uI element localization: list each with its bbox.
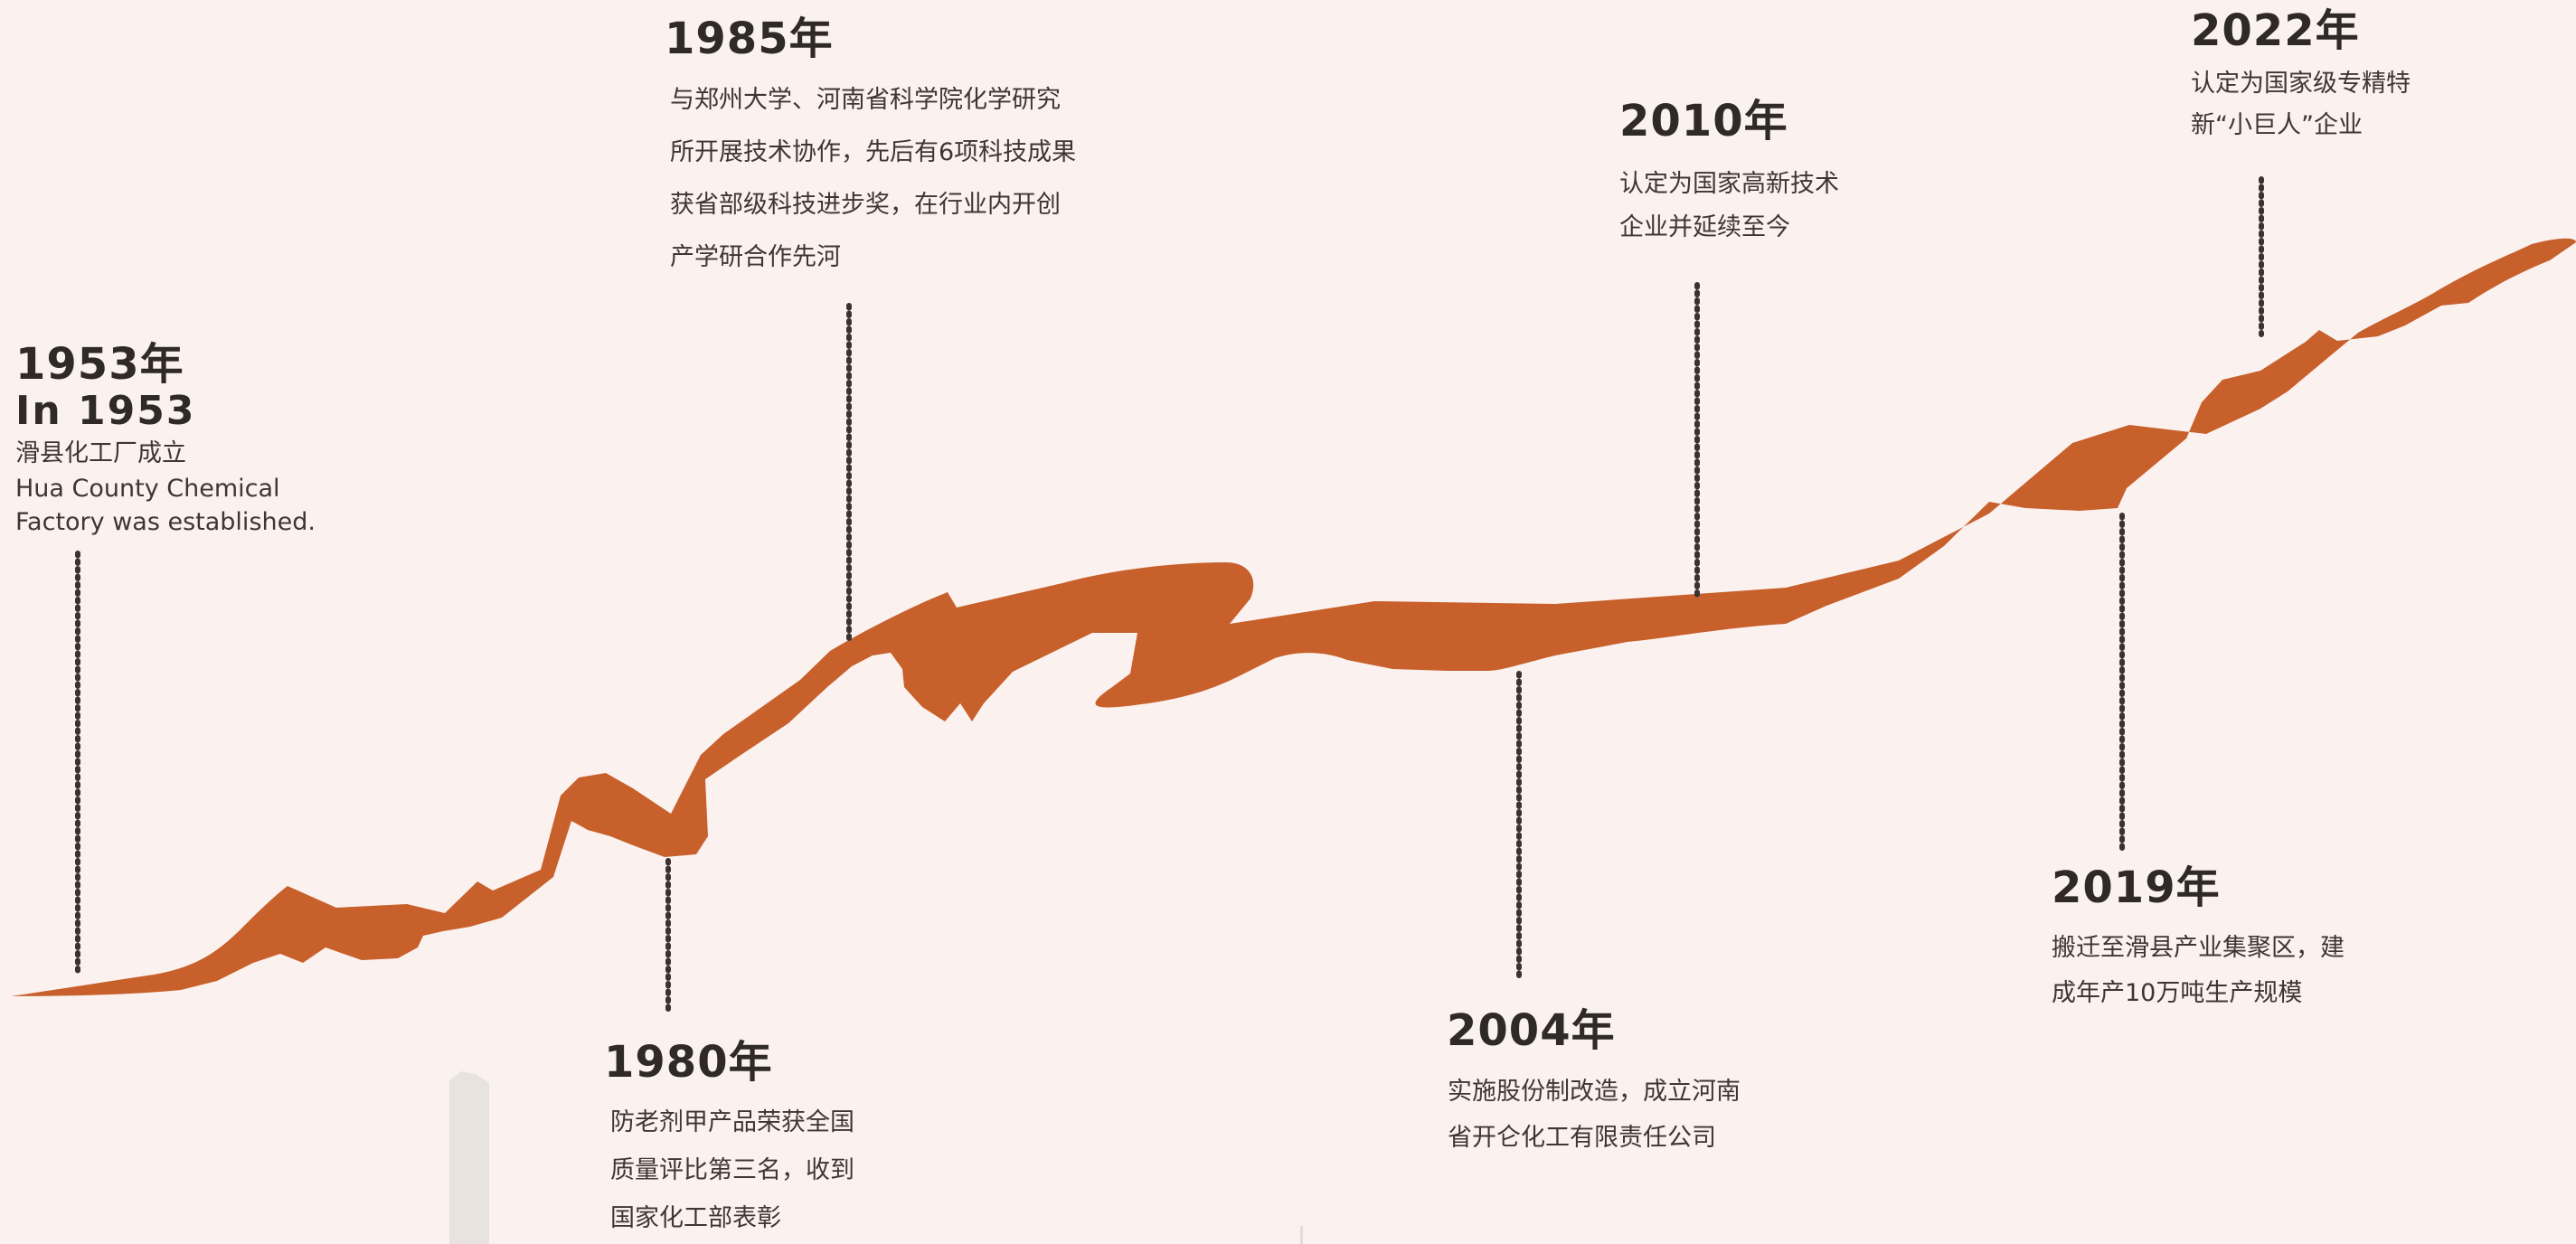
milestone-year: 2022年 xyxy=(2191,5,2360,56)
milestone-description: 认定为国家级专精特 新“小巨人”企业 xyxy=(2191,63,2411,146)
description-line: 企业并延续至今 xyxy=(1619,213,1790,242)
description-line: 实施股份制改造，成立河南 xyxy=(1448,1078,1741,1107)
description-line: 防老剂甲产品荣获全国 xyxy=(610,1108,854,1137)
milestone-description: 滑县化工厂成立 xyxy=(15,435,316,472)
milestone-year: 1980年 xyxy=(604,1037,773,1088)
milestone-description: 认定为国家高新技术 企业并延续至今 xyxy=(1619,163,1839,250)
description-line: 认定为国家高新技术 xyxy=(1619,170,1839,199)
description-line: 所开展技术协作，先后有6项科技成果 xyxy=(670,138,1077,167)
description-line: 新“小巨人”企业 xyxy=(2191,111,2363,140)
milestone-2004: 2004年 实施股份制改造，成立河南 省开仑化工有限责任公司 xyxy=(1447,1005,1741,1161)
milestone-1985: 1985年 与郑州大学、河南省科学院化学研究 所开展技术协作，先后有6项科技成果… xyxy=(665,14,1076,284)
description-line: 滑县化工厂成立 xyxy=(15,438,186,467)
description-line: 与郑州大学、河南省科学院化学研究 xyxy=(670,86,1061,115)
milestone-year: 2004年 xyxy=(1447,1005,1616,1056)
milestone-2010: 2010年 认定为国家高新技术 企业并延续至今 xyxy=(1619,96,1839,250)
milestone-description: 与郑州大学、河南省科学院化学研究 所开展技术协作，先后有6项科技成果 获省部级科… xyxy=(670,74,1076,284)
milestone-2019: 2019年 搬迁至滑县产业集聚区，建 成年产10万吨生产规模 xyxy=(2052,862,2345,1016)
description-line: 认定为国家级专精特 xyxy=(2191,70,2411,99)
milestone-description: 防老剂甲产品荣获全国 质量评比第三名，收到 国家化工部表彰 xyxy=(610,1098,854,1242)
description-line: 成年产10万吨生产规模 xyxy=(2052,979,2303,1008)
description-line: 国家化工部表彰 xyxy=(610,1204,781,1233)
description-line: 产学研合作先河 xyxy=(670,243,841,272)
river-timeline-band xyxy=(11,238,2576,996)
description-line-en: Hua County Chemical xyxy=(15,474,280,503)
milestone-year: 2010年 xyxy=(1619,96,1788,146)
description-line: 搬迁至滑县产业集聚区，建 xyxy=(2052,934,2345,963)
background-pillar-decoration xyxy=(449,1071,489,1244)
milestone-year-en: In 1953 xyxy=(15,388,196,435)
milestone-2022: 2022年 认定为国家级专精特 新“小巨人”企业 xyxy=(2191,5,2411,146)
milestone-1953: 1953年 In 1953 滑县化工厂成立 Hua County Chemica… xyxy=(15,339,316,539)
milestone-description-en: Hua County Chemical Factory was establis… xyxy=(15,472,316,539)
milestone-1980: 1980年 防老剂甲产品荣获全国 质量评比第三名，收到 国家化工部表彰 xyxy=(604,1037,854,1242)
description-line: 质量评比第三名，收到 xyxy=(610,1156,854,1185)
milestone-year: 2019年 xyxy=(2052,862,2221,913)
description-line: 获省部级科技进步奖，在行业内开创 xyxy=(670,191,1061,220)
milestone-year: 1953年 xyxy=(15,339,184,390)
milestone-description: 搬迁至滑县产业集聚区，建 成年产10万吨生产规模 xyxy=(2052,926,2345,1016)
milestone-year: 1985年 xyxy=(665,14,834,64)
milestone-description: 实施股份制改造，成立河南 省开仑化工有限责任公司 xyxy=(1448,1069,1741,1161)
description-line-en: Factory was established. xyxy=(15,507,316,536)
background-tick-decoration xyxy=(1300,1226,1303,1244)
description-line: 省开仑化工有限责任公司 xyxy=(1448,1124,1716,1153)
